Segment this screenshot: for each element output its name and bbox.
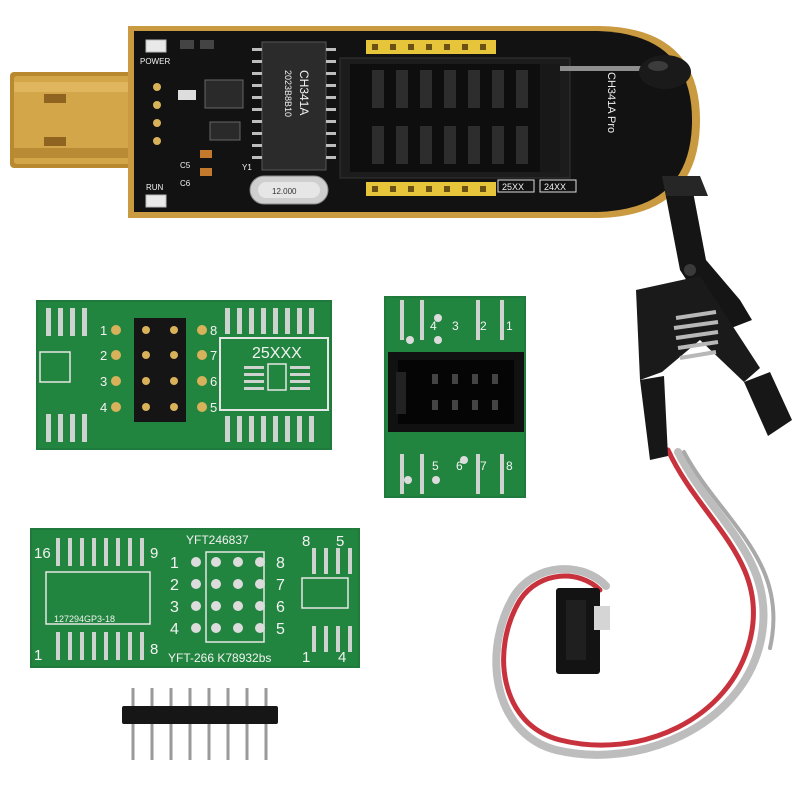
bottom-code: YFT-266 K78932bs bbox=[168, 651, 271, 665]
pin5r-label: 5 bbox=[336, 533, 344, 550]
socket-pin-label: 7 bbox=[480, 459, 487, 473]
c5-label: C5 bbox=[180, 161, 191, 170]
pin9-label: 9 bbox=[150, 545, 158, 562]
top-code: YFT246837 bbox=[186, 533, 249, 547]
pin1r-label: 1 bbox=[302, 649, 310, 666]
soic8-chip-label: 25XXX bbox=[252, 345, 302, 362]
socket-pin-label: 1 bbox=[506, 319, 513, 333]
socket-adapter-board: 4 3 2 1 5 6 7 8 bbox=[384, 296, 526, 498]
slot-24-label: 24XX bbox=[544, 182, 566, 192]
c6-label: C6 bbox=[180, 179, 191, 188]
soic8-pin-label: 4 bbox=[100, 400, 107, 415]
black-socket bbox=[388, 352, 524, 432]
soic8-adapter-board: 1 2 3 4 8 7 6 5 25XXX bbox=[36, 300, 332, 450]
crystal-label: 12.000 bbox=[272, 187, 297, 196]
soic8-pin-label: 2 bbox=[100, 348, 107, 363]
pin1-label: 1 bbox=[34, 647, 42, 664]
chip-marking: CH341A bbox=[297, 70, 311, 115]
grid-pin-label: 8 bbox=[276, 555, 285, 572]
clip-body bbox=[636, 176, 792, 460]
yellow-header-top bbox=[366, 40, 496, 54]
yellow-header-bottom bbox=[366, 182, 496, 196]
zif-lever bbox=[560, 55, 691, 89]
grid-pin-label: 7 bbox=[276, 577, 285, 594]
pin16-label: 16 bbox=[34, 545, 51, 562]
socket-pin-label: 4 bbox=[430, 319, 437, 333]
run-label: RUN bbox=[146, 183, 164, 192]
socket-pin-label: 5 bbox=[432, 459, 439, 473]
crystal-oscillator: 12.000 Y1 bbox=[242, 163, 329, 205]
soic8-pin-label: 7 bbox=[210, 348, 217, 363]
socket-pin-label: 8 bbox=[506, 459, 513, 473]
soic8-pin-label: 3 bbox=[100, 374, 107, 389]
pin8r-label: 8 bbox=[302, 533, 310, 550]
soic-test-clip bbox=[492, 176, 792, 759]
soic8-pin-label: 6 bbox=[210, 374, 217, 389]
clip-spring bbox=[673, 310, 719, 360]
socket-pin-label: 6 bbox=[456, 459, 463, 473]
soic8-pin-label: 1 bbox=[100, 323, 107, 338]
cable-connector bbox=[556, 588, 610, 674]
grid-pin-label: 5 bbox=[276, 621, 285, 638]
chip-code: 2023B8B10 bbox=[283, 70, 293, 117]
ch341a-chip: CH341A 2023B8B10 bbox=[252, 41, 336, 171]
grid-pin-label: 4 bbox=[170, 621, 179, 638]
zif-socket bbox=[339, 57, 571, 179]
grid-pin-label: 3 bbox=[170, 599, 179, 616]
soic8-pin-label: 8 bbox=[210, 323, 217, 338]
programmer-board: POWER RUN C5 C6 bbox=[128, 26, 700, 218]
socket-pin-label: 3 bbox=[452, 319, 459, 333]
socket-pin-label: 2 bbox=[480, 319, 487, 333]
grid-pin-label: 6 bbox=[276, 599, 285, 616]
power-label: POWER bbox=[140, 57, 170, 66]
ch341a-programmer: POWER RUN C5 C6 bbox=[10, 26, 700, 218]
soic8-footprint: 25XXX bbox=[219, 337, 329, 411]
via-grid: 1 2 3 4 8 7 6 5 bbox=[170, 551, 285, 643]
y1-label: Y1 bbox=[242, 163, 252, 172]
grid-pin-label: 1 bbox=[170, 555, 179, 572]
ribbon-cable bbox=[492, 447, 776, 759]
soic8-pin-label: 5 bbox=[210, 400, 217, 415]
board-name: CH341A Pro bbox=[605, 72, 617, 133]
soic16-adapter-board: 16 9 1 8 127294GP3-18 YFT246837 1 2 3 4 … bbox=[30, 528, 360, 668]
pin4r-label: 4 bbox=[338, 649, 346, 666]
slot-25-label: 25XX bbox=[502, 182, 524, 192]
pin-header-strip bbox=[122, 688, 278, 760]
grid-pin-label: 2 bbox=[170, 577, 179, 594]
side-code: 127294GP3-18 bbox=[54, 614, 115, 624]
pin8-label: 8 bbox=[150, 641, 158, 658]
pin-header-block: 1 2 3 4 8 7 6 5 bbox=[100, 318, 217, 422]
